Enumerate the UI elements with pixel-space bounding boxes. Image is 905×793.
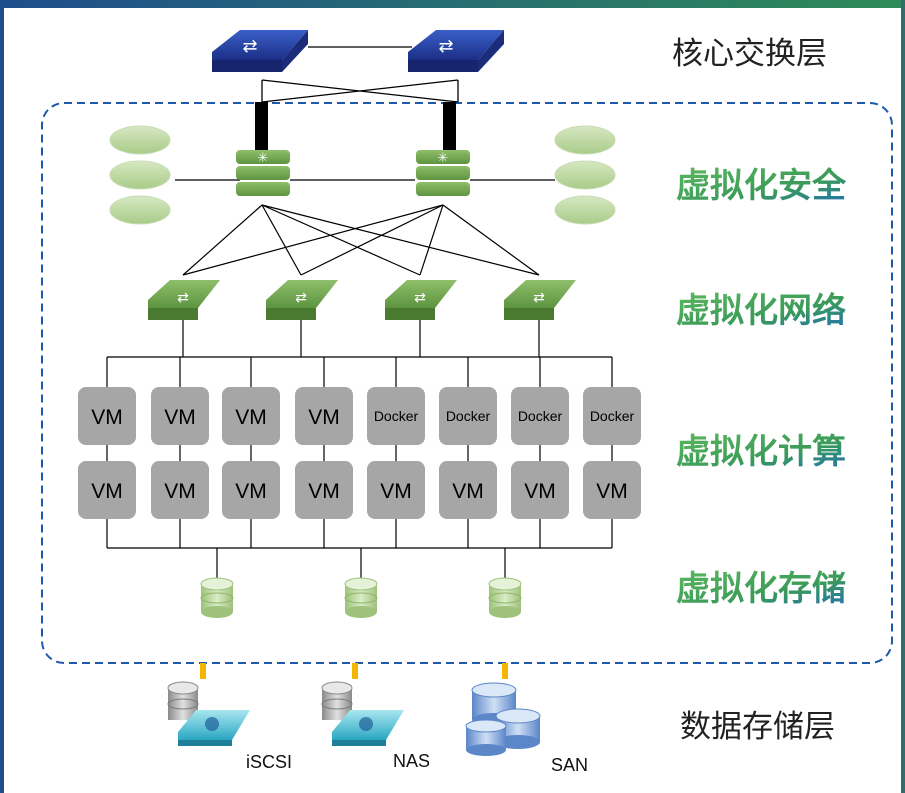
vm-box: VM: [151, 461, 209, 519]
svg-text:⇄: ⇄: [242, 36, 257, 57]
svg-text:VM: VM: [164, 480, 196, 503]
vm-box: VM: [295, 387, 353, 445]
storage-label-san: SAN: [551, 755, 588, 775]
uplink-thick: [255, 102, 456, 150]
svg-text:Docker: Docker: [446, 408, 491, 424]
svg-text:VM: VM: [596, 480, 628, 503]
docker-box: Docker: [439, 387, 497, 445]
row-connectors: [106, 445, 613, 461]
svg-text:✳: ✳: [258, 151, 269, 166]
core-switch-icon: ⇄: [408, 30, 504, 72]
svg-text:VM: VM: [308, 480, 340, 503]
vm-box: VM: [78, 387, 136, 445]
security-switch-icon: ✳: [416, 150, 470, 196]
core-switch-icon: ⇄: [212, 30, 308, 72]
compute-bottom-row: VM VM VM VM VM VM VM VM: [78, 461, 641, 519]
svg-text:VM: VM: [452, 480, 484, 503]
security-switch-icon: ✳: [236, 150, 290, 196]
storage-uplinks: [200, 663, 508, 679]
layer-label-compute: 虚拟化计算: [676, 432, 846, 472]
layer-label-core: 核心交换层: [672, 36, 827, 72]
firewall-stack-icon: [109, 125, 171, 225]
svg-text:VM: VM: [235, 480, 267, 503]
docker-box: Docker: [583, 387, 641, 445]
network-switch-icon: ⇄: [385, 280, 457, 320]
vm-box: VM: [222, 461, 280, 519]
svg-text:VM: VM: [91, 480, 123, 503]
svg-text:Docker: Docker: [374, 408, 419, 424]
vm-box: VM: [295, 461, 353, 519]
vm-box: VM: [151, 387, 209, 445]
svg-text:VM: VM: [91, 406, 123, 429]
svg-text:⇄: ⇄: [177, 290, 189, 306]
san-storage-icon: [465, 682, 541, 756]
network-switch-icon: ⇄: [266, 280, 338, 320]
vm-box: VM: [583, 461, 641, 519]
vm-box: VM: [78, 461, 136, 519]
vm-box: VM: [367, 461, 425, 519]
virtualization-boundary: [41, 102, 893, 664]
virtual-storage-icon: [344, 577, 378, 618]
vm-box: VM: [511, 461, 569, 519]
left-border: [0, 0, 4, 793]
svg-text:Docker: Docker: [518, 408, 563, 424]
docker-box: Docker: [367, 387, 425, 445]
network-switch-icon: ⇄: [504, 280, 576, 320]
svg-text:VM: VM: [524, 480, 556, 503]
layer-label-data-storage: 数据存储层: [680, 709, 835, 745]
svg-text:VM: VM: [380, 480, 412, 503]
svg-text:VM: VM: [164, 406, 196, 429]
layer-label-storage: 虚拟化存储: [676, 569, 846, 609]
svg-text:⇄: ⇄: [438, 36, 453, 57]
svg-text:VM: VM: [235, 406, 267, 429]
svg-text:⇄: ⇄: [295, 290, 307, 306]
storage-label-iscsi: iSCSI: [246, 752, 292, 772]
core-links: [261, 46, 459, 103]
virtual-storage-icon: [488, 577, 522, 618]
storage-bus: [106, 519, 613, 578]
iscsi-storage-icon: [167, 681, 250, 746]
svg-text:⇄: ⇄: [414, 290, 426, 306]
vm-box: VM: [222, 387, 280, 445]
layer-label-security: 虚拟化安全: [676, 166, 847, 206]
vm-box: VM: [439, 461, 497, 519]
network-switch-icon: ⇄: [148, 280, 220, 320]
svg-text:Docker: Docker: [590, 408, 635, 424]
svg-text:VM: VM: [308, 406, 340, 429]
header-bar: [0, 0, 905, 8]
network-bus: [106, 320, 613, 387]
layer-label-network: 虚拟化网络: [676, 291, 846, 331]
compute-top-row: VM VM VM VM Docker Docker Docker Docker: [78, 387, 641, 445]
storage-label-nas: NAS: [393, 751, 430, 771]
security-links: [175, 179, 555, 276]
docker-box: Docker: [511, 387, 569, 445]
virtual-storage-icon: [200, 577, 234, 618]
right-border: [901, 0, 905, 793]
svg-text:⇄: ⇄: [533, 290, 545, 306]
nas-storage-icon: [321, 681, 404, 746]
svg-text:✳: ✳: [438, 151, 449, 166]
firewall-stack-icon: [554, 125, 616, 225]
